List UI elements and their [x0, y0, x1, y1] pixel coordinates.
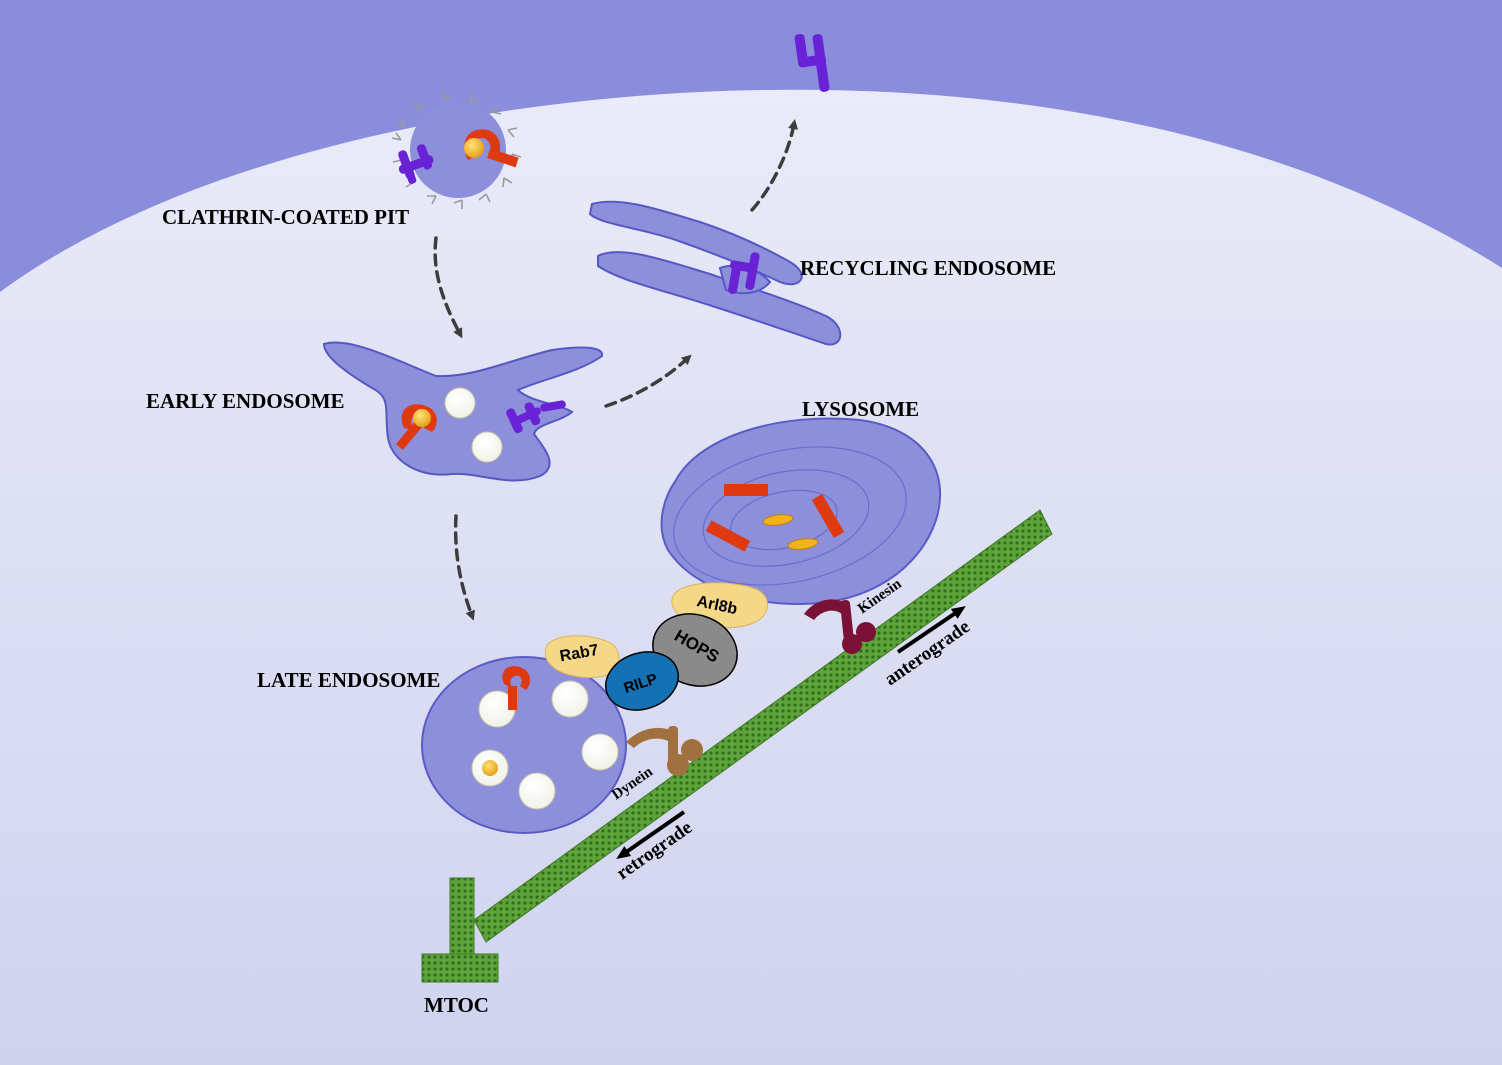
recycling-to-membrane-arrow	[750, 119, 798, 212]
early-to-recycling-arrow	[604, 354, 692, 408]
degraded-receptor-fragment	[724, 484, 768, 496]
early-to-late-arrow	[453, 514, 475, 621]
coated-pit-vesicle	[410, 102, 506, 198]
recycling-endosome-receptor-icon	[728, 252, 760, 295]
early-endosome-degradative-receptor-icon	[395, 404, 437, 450]
mtoc-centriole-vertical	[449, 877, 475, 955]
rab7-protein: Rab7	[544, 635, 620, 678]
ligand-icon	[413, 409, 431, 427]
intraluminal-vesicle	[471, 431, 503, 463]
anterograde-arrow	[896, 606, 966, 654]
late-endosome-label: LATE ENDOSOME	[257, 668, 440, 692]
pit-to-early-arrow	[433, 236, 463, 339]
clathrin-coated-pit	[391, 90, 522, 209]
intraluminal-vesicle	[551, 680, 589, 718]
degraded-ligand-fragment	[762, 514, 794, 526]
surface-receptor-icon	[794, 33, 830, 92]
degraded-receptor-fragment	[811, 493, 845, 539]
rilp-protein: RILP	[605, 651, 679, 711]
lysosome	[660, 417, 942, 606]
degraded-receptor-fragment	[705, 520, 751, 552]
intraluminal-vesicle	[444, 387, 476, 419]
recycling-receptor-icon	[398, 144, 434, 184]
ligand-icon	[464, 138, 484, 158]
ligand-icon	[482, 760, 498, 776]
recycling-endosome-label: RECYCLING ENDOSOME	[800, 256, 1056, 280]
mtoc-label: MTOC	[424, 993, 489, 1017]
retrograde-arrow	[616, 810, 686, 859]
late-endosome	[421, 656, 627, 834]
dynein-motor	[626, 726, 703, 776]
mtoc-centriole-horizontal	[421, 953, 499, 983]
rab7-label: Rab7	[558, 642, 600, 666]
clathrin-coated-pit-label: CLATHRIN-COATED PIT	[162, 205, 409, 229]
early-endosome-recycling-receptor-icon	[506, 400, 566, 434]
kinesin-motor	[804, 599, 876, 654]
intraluminal-vesicle	[581, 733, 619, 771]
mtoc	[421, 877, 499, 983]
intraluminal-vesicle	[518, 772, 556, 810]
degraded-ligand-fragment	[787, 538, 819, 550]
late-endosome-receptor-icon	[502, 665, 531, 710]
early-endosome-label: EARLY ENDOSOME	[146, 389, 345, 413]
lysosome-label: LYSOSOME	[802, 397, 919, 421]
trafficking-arrows	[433, 119, 798, 621]
